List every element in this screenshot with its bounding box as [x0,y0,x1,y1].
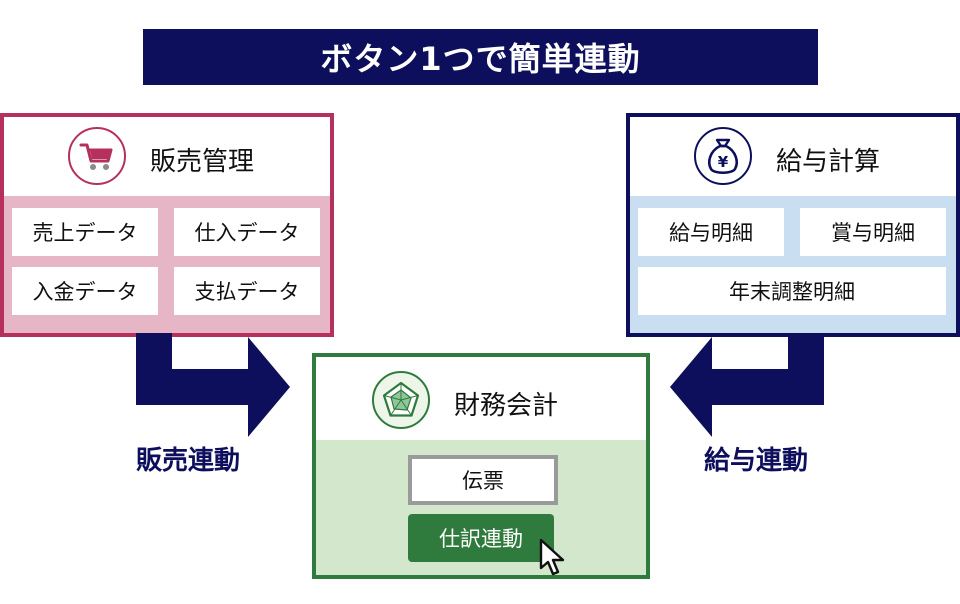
sales-link-label: 販売連動 [136,446,241,476]
yen-symbol: ¥ [718,153,729,171]
payroll-panel: ¥ 給与計算 給与明細 賞与明細 年末調整明細 [626,113,960,337]
year-end-adjustment-item: 年末調整明細 [638,267,946,315]
payroll-panel-title: 給与計算 [776,147,881,177]
payroll-flow-arrow [670,333,824,437]
journal-link-button[interactable]: 仕訳連動 [408,514,554,562]
purchase-data-item: 仕入データ [174,208,320,256]
receipt-data-item: 入金データ [12,267,158,315]
payment-data-item: 支払データ [174,267,320,315]
sales-panel-title: 販売管理 [150,147,255,177]
sales-management-panel: 販売管理 売上データ 仕入データ 入金データ 支払データ [0,113,334,337]
finance-panel-header: 財務会計 [316,357,646,436]
sales-panel-header: 販売管理 [4,117,330,196]
finance-panel-body: 伝票 仕訳連動 [316,440,646,575]
payroll-panel-body: 給与明細 賞与明細 年末調整明細 [630,196,956,333]
financial-accounting-panel: 財務会計 伝票 仕訳連動 [312,353,650,579]
sales-panel-body: 売上データ 仕入データ 入金データ 支払データ [4,196,330,333]
mouse-pointer-icon [539,538,565,576]
shopping-cart-icon [68,127,126,185]
pentagon-chart-icon [372,371,430,429]
sales-flow-arrow [136,333,290,437]
finance-panel-title: 財務会計 [454,391,559,421]
bonus-statement-item: 賞与明細 [800,208,946,256]
payroll-panel-header: ¥ 給与計算 [630,117,956,196]
salary-statement-item: 給与明細 [638,208,784,256]
payroll-link-label: 給与連動 [704,446,809,476]
voucher-box: 伝票 [408,455,558,505]
page-title: ボタン1つで簡単連動 [143,29,818,85]
sales-data-item: 売上データ [12,208,158,256]
money-bag-icon: ¥ [694,127,752,185]
